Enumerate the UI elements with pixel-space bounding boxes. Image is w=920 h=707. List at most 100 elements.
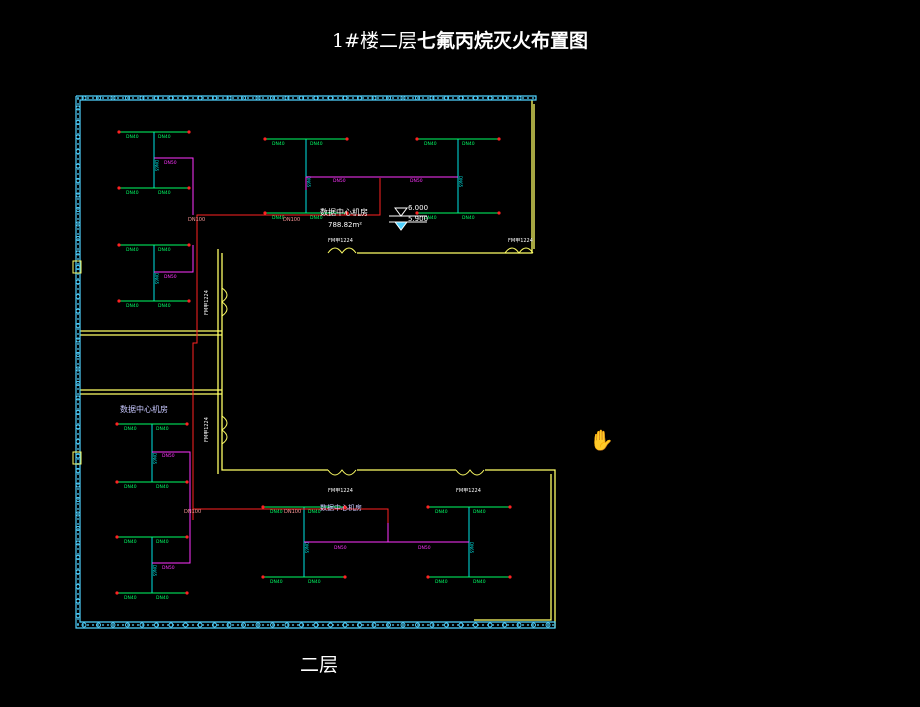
nozzle — [426, 505, 430, 509]
door-tag: FM甲1224 — [204, 290, 210, 315]
branch-size-label: DN40 — [310, 141, 323, 147]
branch-size-label: DN40 — [124, 595, 137, 601]
hand-cursor-icon[interactable]: ✋ — [589, 428, 614, 452]
column-marker — [400, 95, 406, 101]
main-pipe — [192, 178, 389, 523]
manifold-size-label: DN50 — [333, 178, 346, 184]
nozzle — [508, 575, 512, 579]
room-name-lower-right: 数据中心机房 — [320, 503, 362, 512]
nozzle — [426, 575, 430, 579]
column-marker — [75, 149, 81, 154]
main-pipe-label: DN100 — [283, 217, 300, 223]
column-marker — [400, 622, 406, 628]
branch-size-label: DN40 — [156, 595, 169, 601]
column-marker — [81, 95, 87, 101]
branch-size-label: DN40 — [158, 134, 171, 140]
column-marker — [255, 622, 261, 628]
nozzle — [261, 575, 265, 579]
column-marker — [75, 366, 81, 372]
column-marker — [75, 250, 81, 256]
manifold-size-label: DN50 — [334, 545, 347, 551]
column-marker — [313, 622, 319, 628]
branch-size-label: DN40 — [158, 303, 171, 309]
column-marker — [75, 511, 81, 517]
column-marker — [487, 622, 493, 628]
nozzle — [187, 186, 191, 190]
column-marker — [284, 95, 290, 101]
riser-size-label: DN65 — [152, 565, 157, 577]
elevation-marker: 6.000 5.900 — [389, 204, 428, 231]
nozzle — [185, 480, 189, 484]
door-tag: FM甲1224 — [328, 238, 353, 244]
column-marker — [75, 163, 81, 169]
branch-size-label: DN40 — [124, 484, 137, 490]
manifold-size-label: DN50 — [418, 545, 431, 551]
nozzle — [343, 575, 347, 579]
nozzle — [115, 480, 119, 484]
column-marker — [313, 95, 319, 101]
column-marker — [110, 622, 116, 628]
column-marker — [241, 95, 246, 101]
nozzle — [345, 211, 349, 215]
riser-size-label: DN65 — [469, 542, 474, 554]
column-marker — [110, 95, 116, 101]
column-marker — [75, 381, 81, 386]
nozzle — [185, 535, 189, 539]
column-marker — [502, 95, 507, 101]
nozzle — [117, 186, 121, 190]
column-marker — [168, 622, 174, 628]
branch-size-label: DN40 — [308, 579, 321, 585]
column-marker — [270, 622, 275, 628]
column-marker — [75, 497, 81, 502]
column-marker — [75, 207, 81, 212]
door-tag: FM甲1224 — [508, 238, 533, 244]
column-marker — [75, 598, 81, 604]
nozzle — [343, 505, 347, 509]
door-tag: FM甲1224 — [456, 488, 481, 494]
nozzle — [115, 591, 119, 595]
manifold-pipe — [154, 245, 194, 273]
column-marker — [458, 622, 464, 628]
doors — [221, 247, 534, 476]
manifold-size-label: DN50 — [410, 178, 423, 184]
elevation-lower: 5.900 — [408, 215, 428, 223]
column-marker — [75, 120, 81, 125]
column-marker — [75, 410, 81, 415]
column-marker — [328, 622, 333, 628]
riser-size-label: DN65 — [458, 176, 463, 188]
column-marker — [545, 622, 551, 628]
room-name-lower-left: 数据中心机房 — [120, 404, 168, 414]
door-tag: FM甲1224 — [204, 417, 210, 442]
perimeter-wall — [75, 95, 556, 629]
nozzle — [185, 422, 189, 426]
branch-size-label: DN40 — [462, 141, 475, 147]
drawing-title-main: 七氟丙烷灭火布置图 — [417, 30, 589, 52]
column-marker — [75, 424, 81, 430]
nozzle — [115, 535, 119, 539]
branch-size-label: DN40 — [272, 215, 285, 221]
main-pipe-label: DN100 — [284, 509, 301, 515]
column-marker — [241, 622, 246, 628]
column-marker — [75, 323, 81, 328]
branch-size-label: DN40 — [473, 509, 486, 515]
column-marker — [444, 622, 449, 628]
nozzle — [187, 130, 191, 134]
column-marker — [197, 622, 203, 628]
branch-size-label: DN40 — [462, 215, 475, 221]
column-marker — [75, 294, 81, 299]
column-marker — [139, 95, 145, 101]
nozzle — [263, 137, 267, 141]
column-marker — [168, 95, 174, 101]
nozzle — [117, 243, 121, 247]
column-marker — [516, 95, 522, 101]
branch-size-label: DN40 — [124, 426, 137, 432]
column-marker — [328, 95, 333, 101]
column-marker — [75, 439, 81, 444]
column-marker — [75, 105, 81, 111]
branch-size-label: DN40 — [424, 141, 437, 147]
column-marker — [75, 236, 81, 241]
column-marker — [386, 95, 391, 101]
main-pipe-tags: DN100 DN100 DN100 DN100 — [184, 217, 301, 515]
column-marker — [75, 279, 81, 285]
